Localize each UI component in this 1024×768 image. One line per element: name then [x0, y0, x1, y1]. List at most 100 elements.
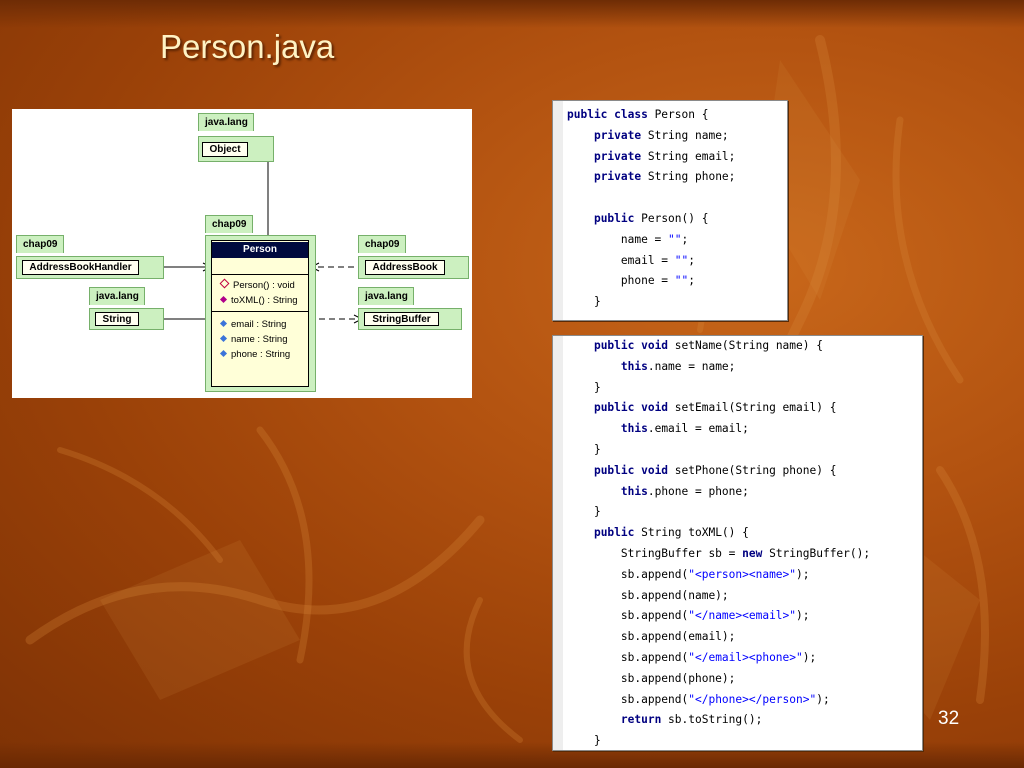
method-icon — [219, 295, 228, 304]
code-line: } — [567, 443, 601, 457]
code-string: "" — [668, 232, 682, 246]
code-text: sb.append(name); — [567, 588, 729, 602]
code-line: } — [567, 381, 601, 395]
code-text — [567, 713, 621, 726]
code-line: sb.append("</email><phone>"); — [567, 651, 816, 665]
code-text — [567, 339, 594, 352]
person-field: phone : String — [212, 347, 308, 362]
code-line: return sb.toString(); — [567, 713, 762, 727]
code-text: ; — [688, 274, 696, 288]
code-text: StringBuffer sb = — [567, 547, 743, 560]
code-line: public void setName(String name) { — [567, 339, 823, 353]
code-line: sb.append("<person><name>"); — [567, 568, 810, 582]
code-text: ; — [688, 253, 696, 267]
person-field: name : String — [212, 332, 308, 347]
code-line: sb.append(email); — [567, 630, 736, 644]
code-keyword: private — [593, 128, 648, 142]
code-gutter — [553, 101, 563, 320]
code-text: name = — [567, 232, 669, 246]
code-text — [567, 526, 594, 539]
top-shade — [0, 0, 1024, 28]
code-keyword: this — [620, 359, 648, 373]
code-line: private String phone; — [567, 170, 735, 184]
code-string: "</name><email>" — [688, 609, 797, 623]
code-line: this.phone = phone; — [567, 485, 749, 499]
code-keyword: public — [593, 212, 642, 225]
code-text: sb.append( — [567, 692, 689, 706]
class-addressbookhandler: AddressBookHandler — [22, 260, 139, 275]
code-text — [567, 170, 594, 183]
code-text: .phone = phone; — [647, 484, 749, 498]
code-text: } — [567, 295, 601, 309]
package-tab-java-lang: java.lang — [358, 287, 414, 305]
constructor-icon — [219, 278, 230, 289]
code-line: public class Person { — [567, 108, 708, 122]
person-fields: email : String name : String phone : Str… — [212, 312, 308, 362]
person-method: toXML() : String — [212, 293, 308, 308]
code-text — [567, 401, 594, 414]
code-text: .name = name; — [647, 359, 736, 373]
code-panel-bottom: public void setName(String name) { this.… — [552, 335, 923, 751]
class-addressbook: AddressBook — [365, 260, 445, 275]
code-line: public void setPhone(String phone) { — [567, 464, 836, 478]
code-line: this.email = email; — [567, 422, 749, 436]
code-panel-top: public class Person { private String nam… — [552, 100, 788, 321]
code-text: String name; — [647, 128, 729, 142]
code-text: sb.append( — [567, 609, 689, 623]
code-text — [567, 129, 594, 142]
code-text: StringBuffer(); — [769, 547, 871, 560]
code-text: sb.append( — [567, 567, 689, 581]
code-line: sb.append(phone); — [567, 672, 736, 686]
code-text: setName(String name) { — [674, 339, 823, 352]
code-text: Person() { — [641, 212, 709, 225]
code-gutter — [553, 336, 563, 750]
code-string: "<person><name>" — [688, 567, 797, 581]
code-text: sb.append( — [567, 651, 689, 664]
class-stringbuffer: StringBuffer — [364, 312, 439, 326]
package-tab-chap09: chap09 — [205, 215, 253, 233]
code-string: "</phone></person>" — [688, 692, 817, 706]
code-text: setPhone(String phone) { — [674, 463, 837, 477]
code-line: sb.append(name); — [567, 589, 729, 603]
person-method: Person() : void — [212, 278, 308, 293]
code-line: this.name = name; — [567, 359, 736, 374]
code-keyword: this — [620, 484, 648, 498]
code-text: String email; — [647, 149, 736, 163]
code-line: sb.append("</phone></person>"); — [567, 693, 830, 707]
code-line: private String name; — [567, 129, 729, 143]
code-line: } — [567, 734, 601, 748]
code-line: public void setEmail(String email) { — [567, 401, 836, 415]
person-empty-compartment — [212, 258, 308, 275]
code-text: ); — [796, 609, 810, 623]
package-tab-java-lang: java.lang — [198, 113, 254, 131]
code-keyword: private — [593, 149, 648, 163]
uml-diagram: java.lang Object chap09 Person Person() … — [12, 109, 472, 398]
code-line: email = ""; — [567, 254, 695, 268]
code-line: sb.append("</name><email>"); — [567, 609, 810, 623]
code-line: public Person() { — [567, 212, 709, 226]
class-object: Object — [202, 142, 248, 157]
code-keyword: this — [620, 422, 648, 436]
code-text: String toXML() { — [641, 526, 749, 540]
code-line: name = ""; — [567, 233, 688, 247]
field-icon — [219, 319, 228, 328]
code-string: "</email><phone>" — [688, 651, 803, 664]
code-text: } — [567, 734, 601, 748]
class-person: Person Person() : void toXML() : String … — [211, 240, 309, 387]
package-tab-java-lang: java.lang — [89, 287, 145, 305]
code-text: ; — [681, 232, 689, 246]
code-text — [567, 485, 621, 498]
code-text — [567, 464, 594, 477]
code-line: public String toXML() { — [567, 526, 749, 540]
code-keyword: return — [620, 713, 669, 727]
code-text: .email = email; — [647, 422, 749, 436]
code-text: String phone; — [647, 170, 736, 184]
code-line: phone = ""; — [567, 274, 695, 288]
field-icon — [219, 334, 228, 343]
code-keyword: public void — [593, 401, 675, 415]
code-keyword: public void — [593, 463, 675, 477]
code-keyword: public — [593, 526, 642, 540]
page-number: 32 — [938, 708, 960, 729]
code-keyword: new — [742, 547, 770, 560]
code-text: } — [567, 505, 601, 519]
